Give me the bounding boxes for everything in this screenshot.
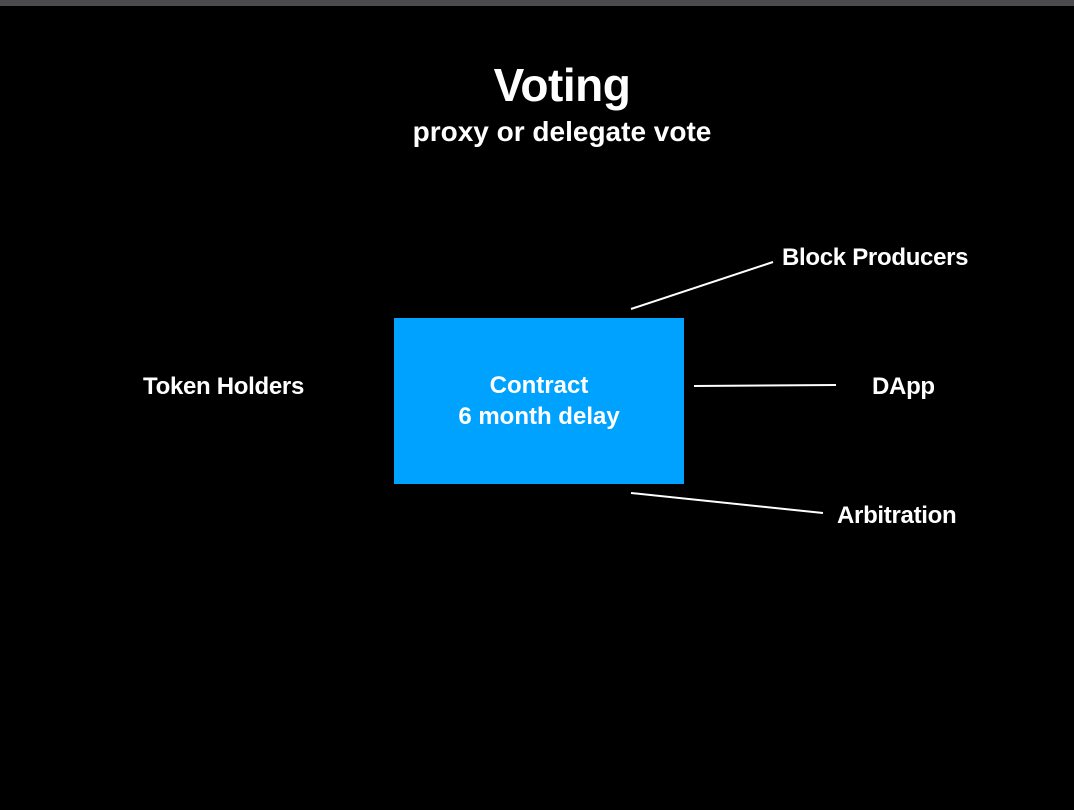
arbitration-label: Arbitration — [837, 502, 957, 529]
slide-subtitle: proxy or delegate vote — [412, 116, 712, 147]
contract-box-title: Contract — [489, 372, 589, 399]
window-top-bar — [0, 0, 1074, 6]
connector-block-producers — [630, 261, 774, 310]
slide-title: Voting — [493, 59, 631, 111]
contract-box-delay: 6 month delay — [458, 403, 620, 430]
block-producers-label: Block Producers — [782, 244, 969, 271]
connector-dapp — [693, 384, 837, 387]
connector-arbitration — [630, 492, 824, 514]
contract-box: Contract 6 month delay — [394, 318, 684, 484]
token-holders-label: Token Holders — [143, 373, 305, 400]
dapp-label: DApp — [872, 373, 935, 400]
